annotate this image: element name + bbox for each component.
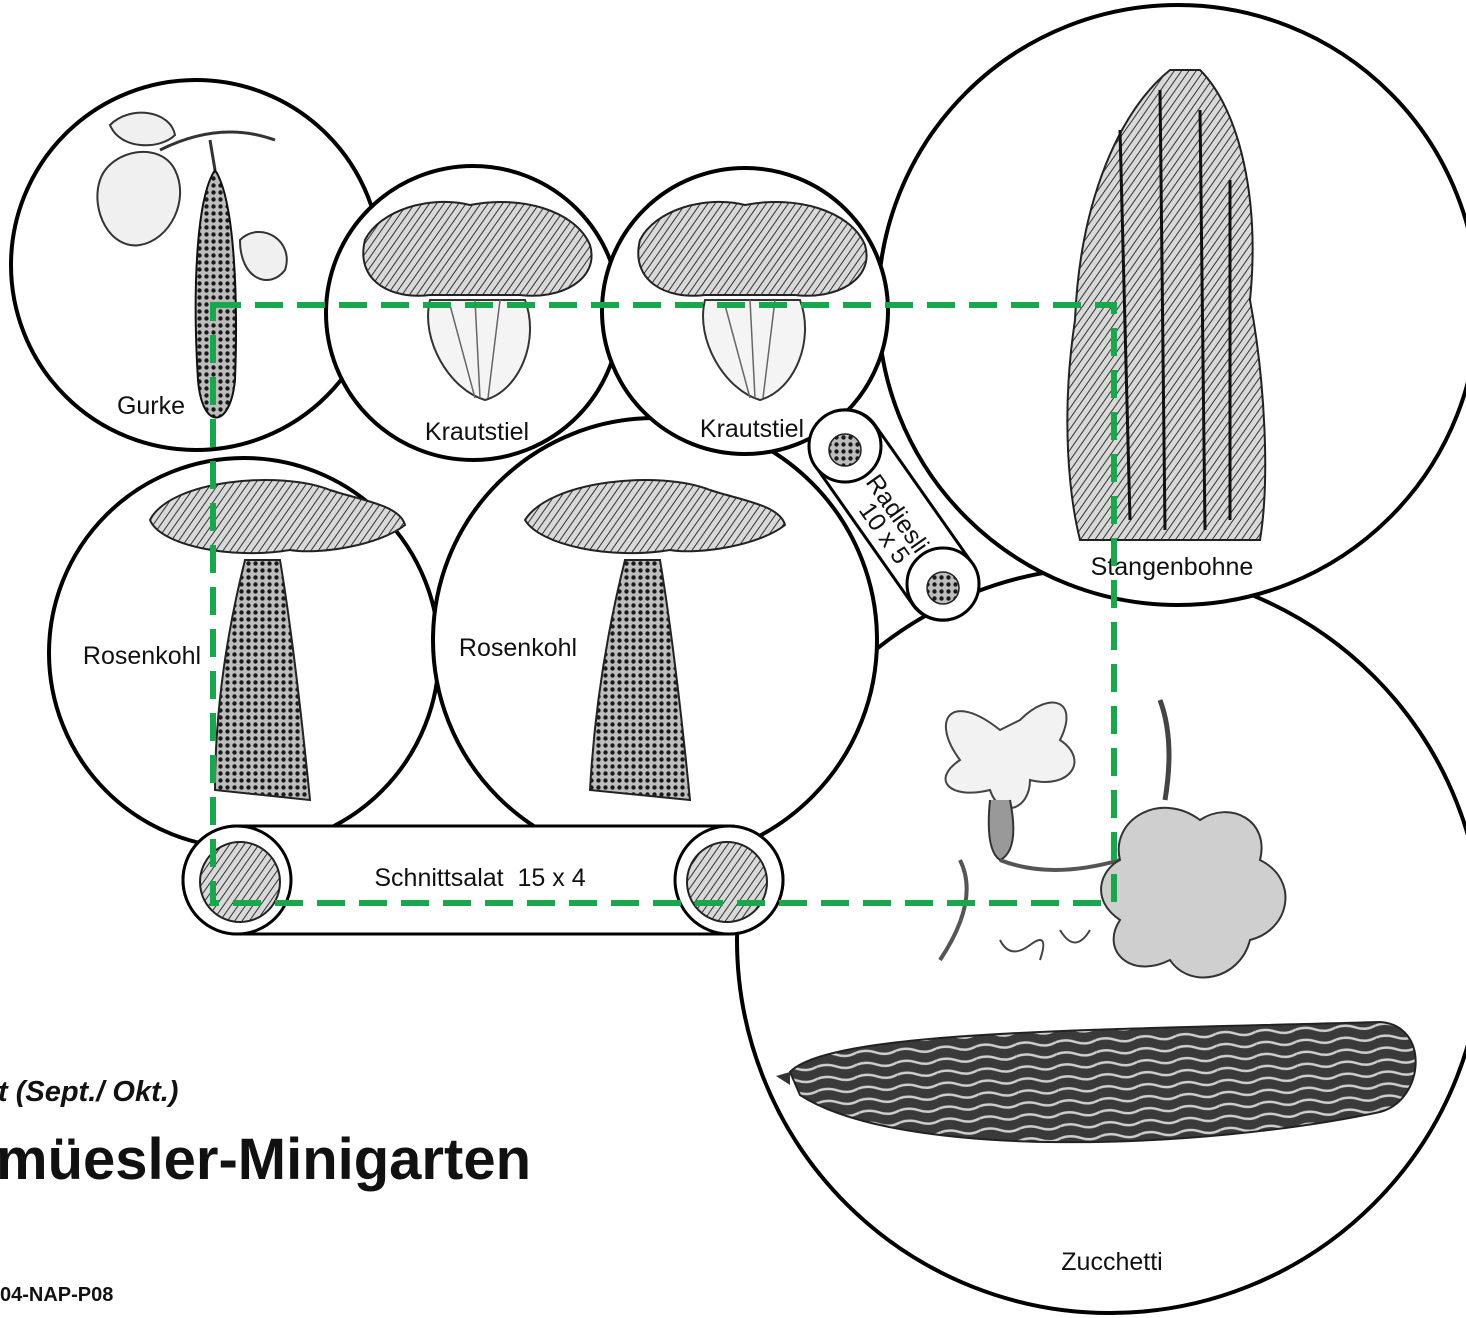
schnittsalat-label: Schnittsalat 15 x 4	[374, 864, 585, 892]
schnittsalat-row: Schnittsalat 15 x 4	[183, 826, 783, 934]
gurke-label: Gurke	[117, 392, 185, 420]
plan-subtitle: t (Sept./ Okt.)	[0, 1076, 178, 1109]
rosenkohl-2-label: Rosenkohl	[459, 634, 577, 662]
zucchetti-label: Zucchetti	[1061, 1248, 1162, 1276]
rosenkohl-1-plant: Rosenkohl	[49, 458, 439, 848]
krautstiel-1-label: Krautstiel	[425, 418, 529, 446]
rosenkohl-1-label: Rosenkohl	[83, 642, 201, 670]
plan-code: 04-NAP-P08	[0, 1284, 113, 1307]
stangenbohne-plant: Stangenbohne	[878, 5, 1466, 605]
krautstiel-2-label: Krautstiel	[700, 415, 804, 443]
rosenkohl-2-plant: Rosenkohl	[433, 418, 877, 862]
gurke-plant: Gurke	[11, 80, 381, 450]
krautstiel-1-plant: Krautstiel	[326, 166, 620, 460]
plan-title: müesler-Minigarten	[0, 1126, 531, 1193]
